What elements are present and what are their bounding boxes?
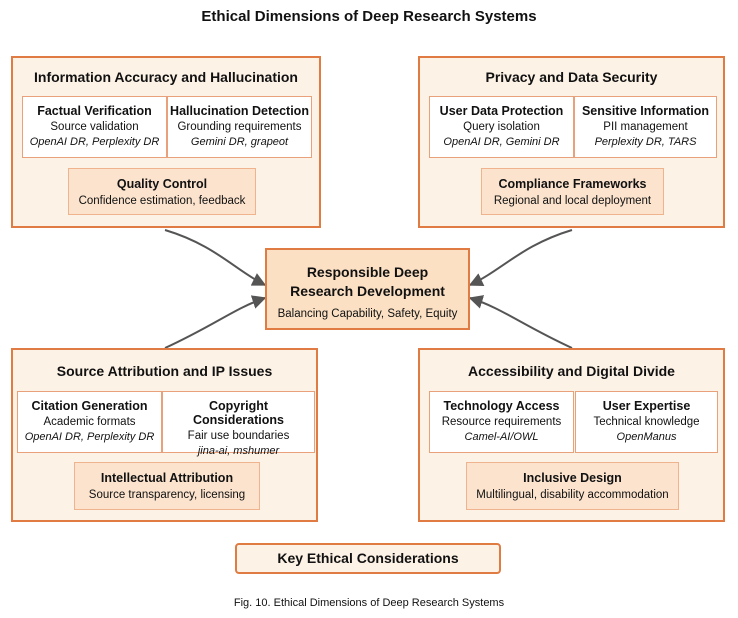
card-subtitle: Academic formats	[43, 416, 136, 428]
sub-title: Compliance Frameworks	[498, 177, 647, 191]
sub-subtitle: Confidence estimation, feedback	[78, 195, 246, 207]
card-subtitle: Fair use boundaries	[187, 430, 290, 442]
card-tools: OpenAI DR, Gemini DR	[443, 136, 560, 148]
sub-compliance-frameworks: Compliance Frameworks Regional and local…	[481, 168, 664, 215]
figure-caption: Fig. 10. Ethical Dimensions of Deep Rese…	[233, 597, 505, 609]
card-factual-verification: Factual Verification Source validation O…	[22, 96, 167, 158]
card-title: Sensitive Information	[581, 104, 710, 118]
card-tools: OpenManus	[616, 431, 677, 443]
center-responsible-development: Responsible Deep Research Development Ba…	[265, 248, 470, 330]
card-title: User Data Protection	[439, 104, 564, 118]
card-tools: jina-ai, mshumer	[197, 445, 280, 457]
sub-inclusive-design: Inclusive Design Multilingual, disabilit…	[466, 462, 679, 510]
center-title: Responsible Deep Research Development	[267, 263, 468, 301]
sub-subtitle: Multilingual, disability accommodation	[476, 489, 669, 501]
card-technology-access: Technology Access Resource requirements …	[429, 391, 574, 453]
sub-intellectual-attribution: Intellectual Attribution Source transpar…	[74, 462, 260, 510]
center-title-line2: Research Development	[290, 283, 445, 299]
card-tools: OpenAI DR, Perplexity DR	[29, 136, 160, 148]
card-tools: Camel-AI/OWL	[464, 431, 539, 443]
card-title: Hallucination Detection	[170, 104, 309, 118]
panel-source-attribution: Source Attribution and IP Issues Citatio…	[11, 348, 318, 522]
sub-quality-control: Quality Control Confidence estimation, f…	[68, 168, 256, 215]
panel-title: Source Attribution and IP Issues	[56, 363, 273, 379]
arrow-bottom-right	[468, 295, 573, 349]
arrow-bottom-left	[164, 295, 267, 349]
card-citation-generation: Citation Generation Academic formats Ope…	[17, 391, 162, 453]
card-subtitle: Source validation	[50, 121, 139, 133]
card-copyright-considerations: Copyright Considerations Fair use bounda…	[162, 391, 315, 457]
card-user-expertise: User Expertise Technical knowledge OpenM…	[575, 391, 718, 453]
card-tools: Perplexity DR, TARS	[594, 136, 697, 148]
legend-key-ethical-considerations: Key Ethical Considerations	[235, 543, 501, 574]
arrow-top-right	[468, 229, 573, 286]
card-hallucination-detection: Hallucination Detection Grounding requir…	[167, 96, 312, 158]
sub-subtitle: Regional and local deployment	[493, 195, 652, 207]
center-subtitle: Balancing Capability, Safety, Equity	[277, 308, 458, 320]
panel-privacy-security: Privacy and Data Security User Data Prot…	[418, 56, 725, 228]
card-subtitle: Technical knowledge	[593, 416, 700, 428]
card-user-data-protection: User Data Protection Query isolation Ope…	[429, 96, 574, 158]
panel-title: Information Accuracy and Hallucination	[34, 69, 298, 85]
card-tools: Gemini DR, grapeot	[190, 136, 289, 148]
panel-accessibility: Accessibility and Digital Divide Technol…	[418, 348, 725, 522]
card-subtitle: Resource requirements	[441, 416, 562, 428]
sub-subtitle: Source transparency, licensing	[88, 489, 246, 501]
card-title: Technology Access	[443, 399, 560, 413]
card-title: Factual Verification	[37, 104, 152, 118]
diagram-title: Ethical Dimensions of Deep Research Syst…	[201, 8, 537, 25]
panel-title: Privacy and Data Security	[485, 69, 658, 85]
card-subtitle: Grounding requirements	[177, 121, 302, 133]
arrow-top-left	[164, 229, 267, 286]
card-tools: OpenAI DR, Perplexity DR	[24, 431, 155, 443]
sub-title: Intellectual Attribution	[100, 471, 234, 485]
card-title: Copyright Considerations	[193, 399, 284, 427]
center-title-line1: Responsible Deep	[306, 264, 429, 280]
card-title: Citation Generation	[31, 399, 148, 413]
card-subtitle: PII management	[603, 121, 688, 133]
panel-information-accuracy: Information Accuracy and Hallucination F…	[11, 56, 321, 228]
card-subtitle: Query isolation	[463, 121, 540, 133]
card-sensitive-information: Sensitive Information PII management Per…	[574, 96, 717, 158]
card-title: User Expertise	[602, 399, 691, 413]
panel-title: Accessibility and Digital Divide	[468, 363, 675, 379]
sub-title: Inclusive Design	[523, 471, 622, 485]
sub-title: Quality Control	[116, 177, 208, 191]
